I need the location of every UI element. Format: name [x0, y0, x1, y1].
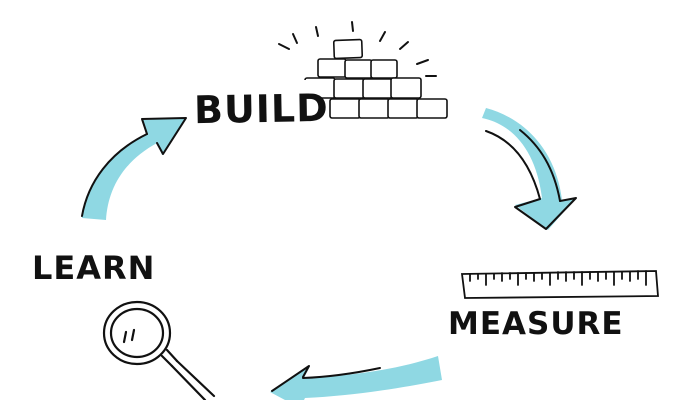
brick-pyramid-icon — [301, 38, 448, 119]
step-label-measure: MEASURE — [448, 306, 624, 342]
ruler-icon — [460, 270, 659, 299]
sparkle-lines-icon — [278, 21, 437, 77]
magnifying-glass-icon — [102, 300, 216, 400]
arrow-build-to-measure — [482, 108, 577, 230]
step-label-build: BUILD — [193, 85, 330, 133]
arrow-learn-to-build — [81, 117, 187, 220]
arrow-measure-to-learn — [270, 356, 442, 400]
step-label-learn: LEARN — [32, 249, 156, 287]
